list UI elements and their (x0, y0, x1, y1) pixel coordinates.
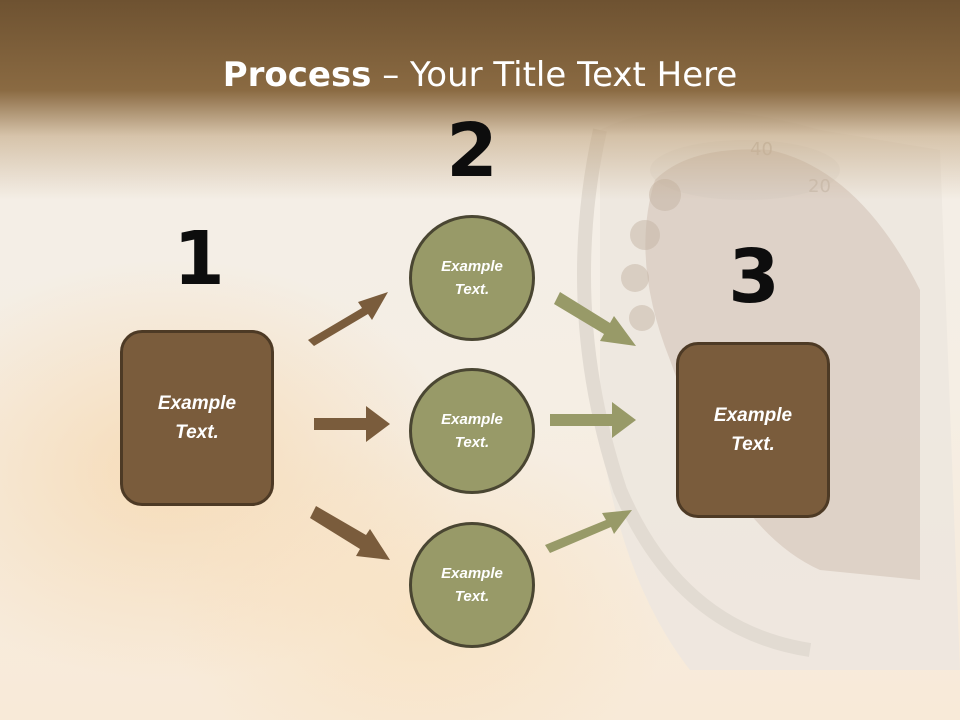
step2-circle-middle-text: Example Text. (441, 411, 503, 451)
step-number-1: 1 (173, 216, 225, 302)
step2-circle-middle: Example Text. (409, 368, 535, 494)
slide-title: Process – Your Title Text Here (0, 52, 960, 98)
step2-circle-bottom: Example Text. (409, 522, 535, 648)
step1-box: Example Text. (120, 330, 274, 506)
step2-circle-bottom-text: Example Text. (441, 565, 503, 605)
step1-text: Example Text. (157, 393, 237, 443)
step2-circle-top-text: Example Text. (441, 258, 503, 298)
title-rest: – Your Title Text Here (371, 55, 738, 95)
arrow-middle-to-step3 (550, 402, 636, 438)
arrow-bottom-to-step3 (545, 510, 632, 553)
arrow-step1-to-top (308, 292, 388, 346)
step-number-3: 3 (728, 234, 780, 320)
arrow-step1-to-bottom (310, 506, 390, 560)
arrow-top-to-step3 (554, 292, 636, 346)
step-number-2: 2 (446, 108, 498, 194)
arrow-step1-to-middle (314, 406, 390, 442)
step3-text: Example Text. (713, 405, 793, 455)
title-bold: Process (222, 55, 372, 95)
step2-circle-top: Example Text. (409, 215, 535, 341)
step3-box: Example Text. (676, 342, 830, 518)
header-band (0, 0, 960, 200)
